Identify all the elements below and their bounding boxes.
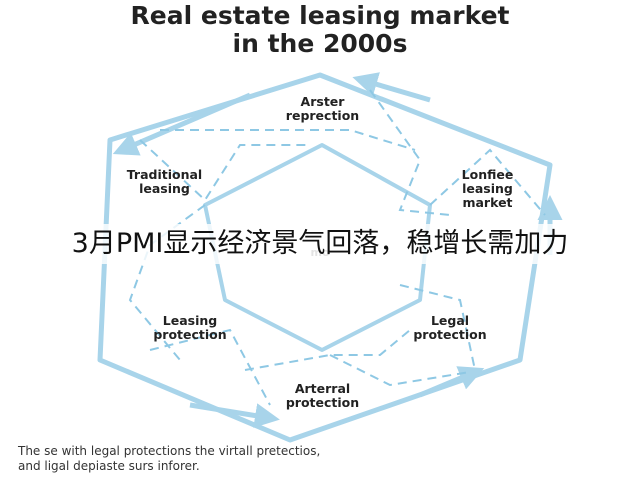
dash-bottom-right [329,354,471,387]
outer-hexagon [97,72,553,443]
dash-bottom [244,329,411,371]
node-label-lower-right: Legal protection [413,313,487,342]
dash-top-left-b [139,139,310,202]
arrow-bottom-left [189,402,280,428]
caption-line2: and ligal depiaste surs inforer. [18,459,200,473]
node-label-top: Arster reprection [285,94,360,123]
dash-lower-left [149,328,271,406]
node-label-upper-right: Lonfiee leasing market [461,167,514,210]
node-label-bottom: Arterral protection [285,381,360,410]
dash-lower-right [399,284,476,371]
arrow-top-right [352,72,431,103]
diagram-title-line1: Real estate leasing market [130,1,510,30]
diagram-title-line2: in the 2000s [232,29,408,58]
dash-right [429,148,546,216]
caption-line1: The se with legal protections the virtal… [18,444,321,458]
overlay-headline: 3月PMI显示经济景气回落，稳增长需加力 [0,224,640,264]
arrow-bottom-right [419,366,485,398]
dashed-connectors [128,89,546,406]
caption: The se with legal protections the virtal… [18,444,628,474]
dash-top-right [369,89,451,216]
node-label-upper-left: Traditional leasing [126,167,203,196]
dash-top-left-a [160,129,416,151]
arrow-top-left [112,92,251,156]
node-label-lower-left: Leasing protection [153,313,227,342]
